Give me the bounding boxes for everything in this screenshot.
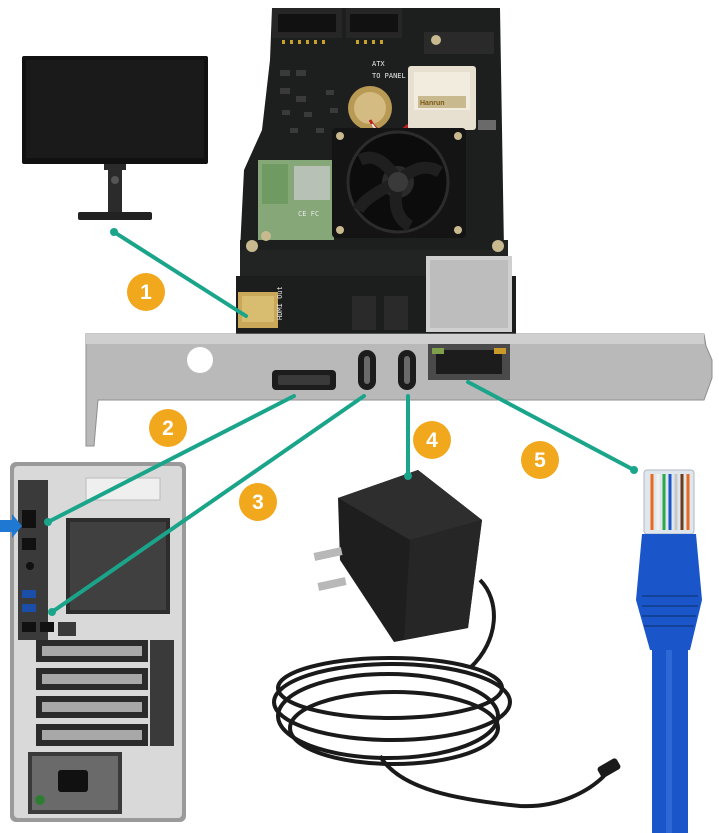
connector-line-5 [466,380,636,472]
callout-badge-5: 5 [521,441,559,479]
callout-badge-2: 2 [149,409,187,447]
callout-number-5: 5 [534,449,546,472]
callout-badge-1: 1 [127,273,165,311]
pcie-bracket [85,333,713,447]
monitor [22,56,208,220]
ethernet-cable-group [636,469,702,833]
monitor-base [78,212,152,220]
usb-c-plug [597,758,621,778]
monitor-stand [108,168,122,214]
connector-line-2 [46,394,296,524]
callout-number-1: 1 [140,281,152,304]
callout-number-2: 2 [162,417,174,440]
adapter-prong [313,547,343,561]
callout-badge-3: 3 [239,483,277,521]
callout-number-3: 3 [252,491,264,514]
chip-brand: Hanrun [420,100,445,107]
pcb-label-panel: TO PANEL [372,72,406,80]
bracket-hole [187,347,213,373]
pc-tower [0,462,186,822]
kvm-pcie-card: ATX TO PANEL Hanrun CE FC [236,8,516,336]
pcb-label-hdmi: HDMI Out [276,286,284,320]
pcb-label-atx: ATX [372,60,385,68]
ce-mark: CE FC [298,210,319,218]
callout-number-4: 4 [426,429,438,452]
rj45-boot [636,534,702,650]
usb-c-cable [378,754,606,809]
connector-line-3 [50,394,366,614]
callout-badge-4: 4 [413,421,451,459]
hdmi-port-indicator-arrow [0,514,22,538]
callout-badges: 1 2 3 4 5 [127,273,559,521]
connector-lines [46,230,636,614]
connector-line-1 [112,230,248,318]
power-adapter [272,470,621,809]
